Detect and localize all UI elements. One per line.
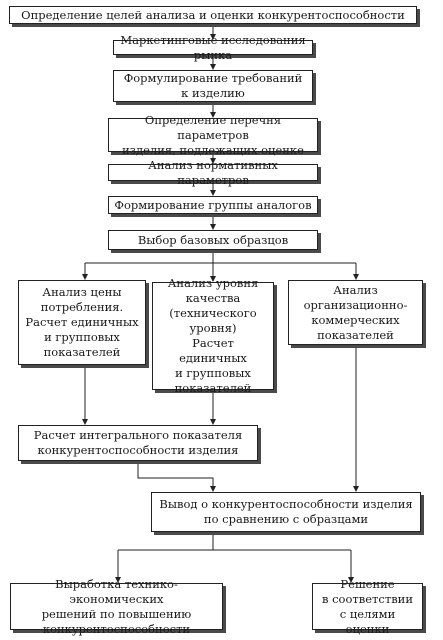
arrowhead xyxy=(210,64,216,70)
analog-group-box: Формирование группы аналогов xyxy=(108,196,318,214)
marketing-box: Маркетинговые исследования рынка xyxy=(113,33,313,62)
arrowhead xyxy=(353,486,359,492)
tech-econ-box: Выработка технико-экономических решений … xyxy=(10,577,223,636)
arrowhead xyxy=(210,486,216,492)
arrowhead xyxy=(210,419,216,425)
arrowhead xyxy=(210,190,216,196)
goals-box: Определение целей анализа и оценки конку… xyxy=(9,6,417,24)
org-analysis-box: Анализ организационно- коммерческих пока… xyxy=(288,280,423,345)
arrowhead xyxy=(82,274,88,280)
connector xyxy=(137,461,214,486)
arrowhead xyxy=(348,577,354,583)
decision-box: Решение в соответствии с целями оценки xyxy=(312,577,423,636)
conclusion-box: Вывод о конкурентоспособности изделия по… xyxy=(151,492,421,532)
arrowhead xyxy=(353,274,359,280)
arrowhead xyxy=(82,419,88,425)
arrowhead xyxy=(210,34,216,40)
integral-box: Расчет интегрального показателя конкурен… xyxy=(18,425,258,461)
normative-box: Анализ нормативных параметров xyxy=(108,158,318,187)
quality-analysis-box: Анализ уровня качества (технического уро… xyxy=(152,276,274,395)
arrowhead xyxy=(210,276,216,282)
arrowhead xyxy=(115,577,121,583)
arrowhead xyxy=(210,224,216,230)
params-list-box: Определение перечня параметров изделия, … xyxy=(108,113,318,157)
price-analysis-box: Анализ цены потребления. Расчет единичны… xyxy=(18,280,146,365)
arrowhead xyxy=(210,158,216,164)
base-samples-box: Выбор базовых образцов xyxy=(108,230,318,250)
requirements-box: Формулирование требований к изделию xyxy=(113,70,313,102)
arrowhead xyxy=(210,112,216,118)
